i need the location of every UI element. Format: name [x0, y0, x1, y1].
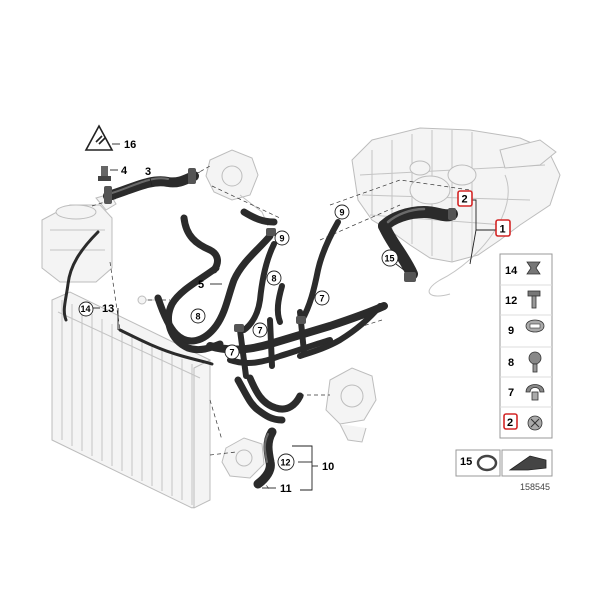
panel-label: 8 — [508, 357, 514, 369]
callout-11: 11 — [280, 483, 292, 495]
hose-3 — [103, 171, 199, 201]
panel-item-2: 2 — [503, 413, 543, 431]
callout-label: 12 — [281, 458, 291, 468]
callout-12: 12 — [277, 453, 295, 471]
auxiliary-pump — [221, 437, 265, 479]
callout-label: 2 — [462, 194, 468, 206]
callout-label: 8 — [196, 312, 201, 322]
expansion-tank — [41, 193, 117, 283]
callout-label: 3 — [145, 166, 151, 178]
callout-2-top: 2 — [457, 190, 473, 207]
panel-label: 12 — [505, 295, 517, 307]
callout-label: 16 — [124, 139, 136, 151]
panel-item-8: 8 — [508, 351, 542, 373]
thermostat-housing — [205, 149, 269, 227]
panel-label: 9 — [508, 325, 514, 337]
hose-7-right — [297, 303, 383, 359]
callout-13: 13 — [102, 303, 114, 315]
callout-label: 8 — [272, 274, 277, 284]
callout-label: 10 — [322, 461, 334, 473]
hose-9-right — [299, 219, 341, 323]
callout-9a: 9 — [274, 230, 290, 246]
hose-1 — [378, 206, 458, 280]
hose-9-left — [241, 241, 277, 333]
diagram-id: 158545 — [520, 482, 550, 492]
callout-5: 5 — [198, 279, 204, 291]
radiator — [51, 291, 211, 509]
panel-item-14: 14 — [505, 261, 541, 277]
callout-8b: 8 — [190, 308, 206, 324]
warning-triangle-icon — [84, 124, 114, 151]
hose-5 — [154, 232, 274, 354]
cutter-tool — [501, 449, 553, 477]
callout-label: 7 — [258, 326, 263, 336]
callout-15: 15 — [381, 249, 399, 267]
callout-label: 7 — [320, 294, 325, 304]
callout-8a: 8 — [266, 270, 282, 286]
callout-label: 1 — [500, 224, 506, 236]
panel-item-9: 9 — [508, 319, 545, 337]
hose-upper-left — [180, 208, 278, 274]
hose-8-top — [274, 283, 285, 325]
callout-16: 16 — [124, 139, 136, 151]
callout-label: 9 — [280, 234, 285, 244]
callout-label: 5 — [198, 279, 204, 291]
callout-label: 9 — [340, 208, 345, 218]
callout-label: 11 — [280, 483, 292, 495]
panel-item-7: 7 — [508, 384, 545, 401]
callout-label: 13 — [102, 303, 114, 315]
callout-3: 3 — [145, 166, 151, 178]
hose-12 — [253, 427, 277, 489]
panel-label: 2 — [507, 417, 513, 429]
cutter-icon — [508, 455, 547, 471]
callout-label: 14 — [81, 304, 91, 314]
panel-item-12: 12 — [505, 290, 541, 309]
callout-label: 7 — [230, 348, 235, 358]
callout-9b: 9 — [334, 204, 350, 220]
hose-main-manifold — [206, 302, 388, 413]
callout-4: 4 — [121, 165, 128, 177]
callout-10: 10 — [322, 461, 334, 473]
panel-label: 15 — [460, 456, 472, 468]
panel-label: 14 — [505, 265, 518, 277]
panel-label: 7 — [508, 387, 514, 399]
callout-14: 14 — [78, 301, 94, 317]
callout-7b: 7 — [252, 322, 268, 338]
hose-lower-left — [234, 376, 286, 424]
callout-label: 4 — [121, 165, 128, 177]
panel-item-15: 15 — [455, 449, 501, 477]
radiator-pipe — [62, 230, 214, 366]
hose-clamps — [104, 168, 456, 332]
callout-label: 15 — [385, 254, 395, 264]
parts-panel — [499, 253, 553, 439]
water-pump — [325, 367, 377, 443]
leader-lines — [86, 143, 496, 491]
callout-1: 1 — [495, 219, 511, 237]
callout-7c: 7 — [224, 344, 240, 360]
callout-7a: 7 — [314, 290, 330, 306]
bleeder-screw — [98, 166, 111, 181]
